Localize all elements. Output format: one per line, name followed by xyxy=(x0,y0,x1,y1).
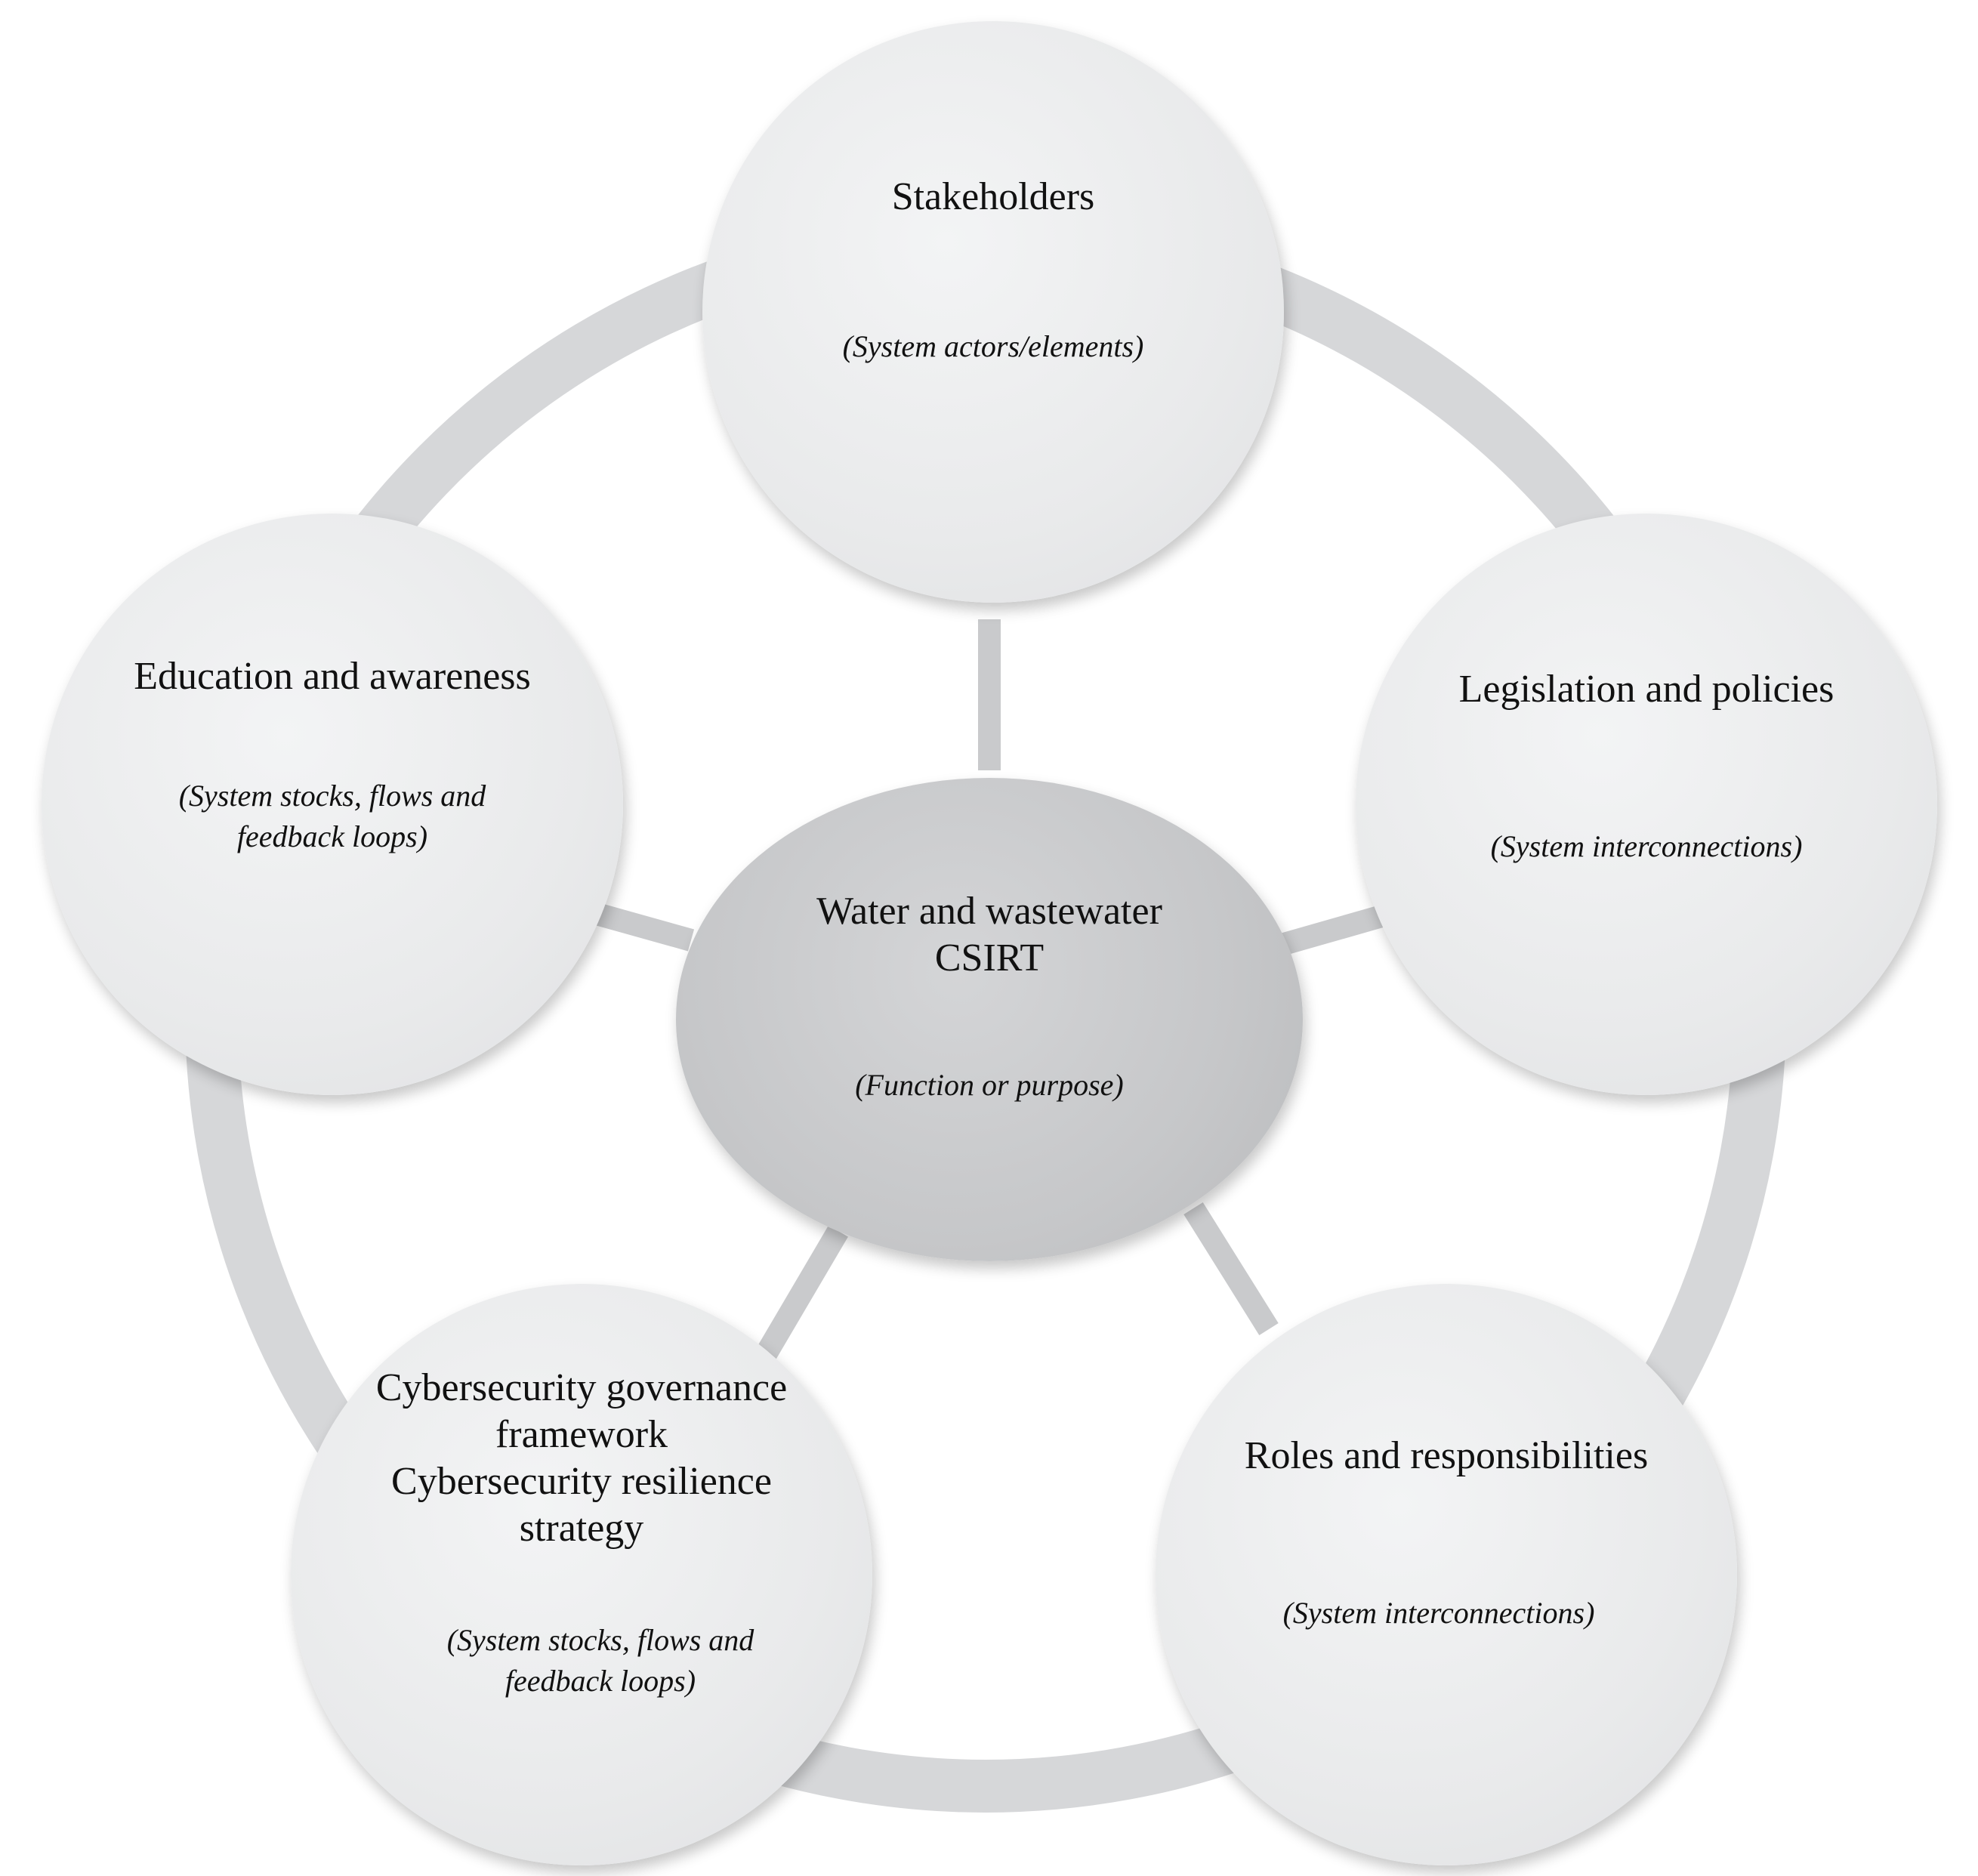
education-subtitle-line: feedback loops) xyxy=(236,819,428,853)
node-center-csirt: Water and wastewater CSIRT (Function or … xyxy=(676,778,1303,1261)
legislation-title: Legislation and policies xyxy=(1459,666,1835,713)
governance-subtitle: (System stocks, flows and feedback loops… xyxy=(447,1620,754,1702)
roles-title: Roles and responsibilities xyxy=(1245,1433,1648,1480)
node-stakeholders: Stakeholders (System actors/elements) xyxy=(702,21,1284,603)
governance-title-line: strategy xyxy=(519,1507,644,1550)
governance-title-line: framework xyxy=(495,1413,668,1456)
connector-education xyxy=(593,903,695,952)
legislation-subtitle-line: (System interconnections) xyxy=(1490,829,1803,863)
stakeholders-subtitle: (System actors/elements) xyxy=(843,326,1144,367)
roles-title-line: Roles and responsibilities xyxy=(1244,1434,1649,1477)
center-title-line: CSIRT xyxy=(934,936,1045,980)
center-subtitle-line: (Function or purpose) xyxy=(855,1068,1124,1102)
center-title: Water and wastewater CSIRT xyxy=(816,888,1162,982)
governance-title-line: Cybersecurity governance xyxy=(375,1366,788,1409)
governance-title: Cybersecurity governance framework Cyber… xyxy=(376,1365,787,1552)
education-subtitle: (System stocks, flows and feedback loops… xyxy=(179,776,486,857)
connector-legislation xyxy=(1280,903,1393,955)
stakeholders-title: Stakeholders xyxy=(892,174,1095,221)
roles-subtitle: (System interconnections) xyxy=(1283,1593,1595,1634)
node-roles: Roles and responsibilities (System inter… xyxy=(1156,1284,1737,1865)
legislation-subtitle: (System interconnections) xyxy=(1491,826,1803,867)
roles-subtitle-line: (System interconnections) xyxy=(1282,1596,1595,1630)
node-governance: Cybersecurity governance framework Cyber… xyxy=(291,1284,872,1865)
governance-subtitle-line: (System stocks, flows and xyxy=(446,1623,754,1657)
connector-governance xyxy=(753,1225,848,1365)
education-title-line: Education and awareness xyxy=(134,655,531,698)
governance-title-line: Cybersecurity resilience xyxy=(391,1460,772,1503)
education-title: Education and awareness xyxy=(134,653,531,700)
education-subtitle-line: (System stocks, flows and xyxy=(178,779,486,813)
node-legislation: Legislation and policies (System interco… xyxy=(1356,514,1937,1095)
stakeholders-title-line: Stakeholders xyxy=(891,175,1095,218)
connector-roles xyxy=(1183,1202,1279,1335)
node-education: Education and awareness (System stocks, … xyxy=(42,514,623,1095)
center-subtitle: (Function or purpose) xyxy=(855,1065,1124,1106)
stakeholders-subtitle-line: (System actors/elements) xyxy=(842,329,1144,363)
legislation-title-line: Legislation and policies xyxy=(1458,668,1835,711)
governance-subtitle-line: feedback loops) xyxy=(505,1664,696,1698)
center-title-line: Water and wastewater xyxy=(816,890,1162,933)
